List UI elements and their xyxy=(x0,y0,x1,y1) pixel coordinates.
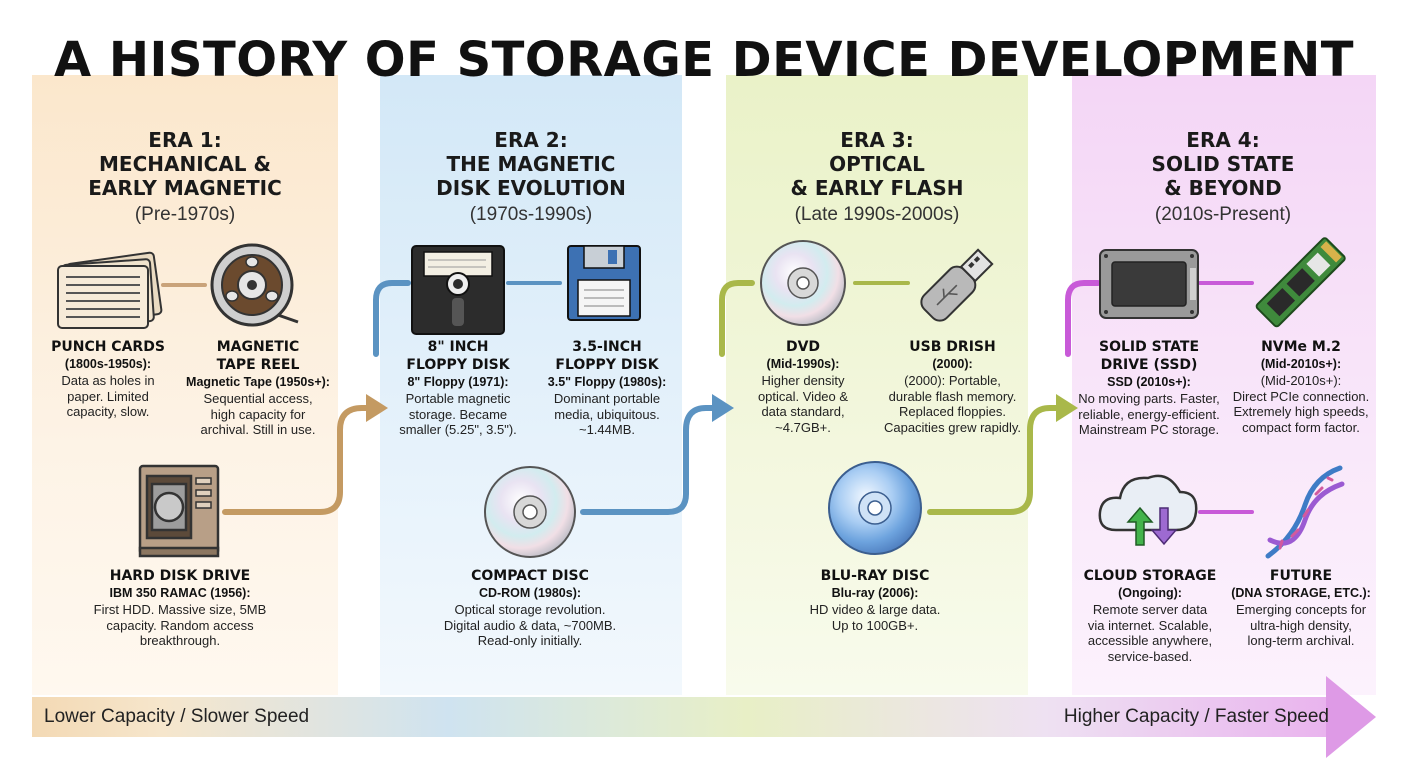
scale-right-label: Higher Capacity / Faster Speed xyxy=(1063,706,1329,727)
era-1-title: ERA 1:MECHANICAL &EARLY MAGNETIC xyxy=(88,128,282,200)
era-4-title: ERA 4:SOLID STATE& BEYOND xyxy=(1151,128,1295,200)
era-3-header: ERA 3:OPTICAL& EARLY FLASH (Late 1990s-2… xyxy=(727,128,1027,228)
compact-disc-icon xyxy=(484,466,576,558)
era-1-header: ERA 1:MECHANICAL &EARLY MAGNETIC (Pre-19… xyxy=(35,128,335,228)
floppy-8-inch-icon xyxy=(411,245,505,335)
era-4-header: ERA 4:SOLID STATE& BEYOND (2010s-Present… xyxy=(1073,128,1373,228)
nvme-m2-item: NVMe M.2 (Mid-2010s+): (Mid-2010s+):Dire… xyxy=(1232,339,1370,435)
era-3-title: ERA 3:OPTICAL& EARLY FLASH xyxy=(790,128,964,200)
era-4-connectors xyxy=(1065,280,1254,514)
blu-ray-disc-item: BLU-RAY DISC Blu-ray (2006): HD video & … xyxy=(809,568,941,633)
page-title: A HISTORY OF STORAGE DEVICE DEVELOPMENT xyxy=(53,32,1354,88)
usb-drive-item: USB DRISH (2000): (2000): Portable,durab… xyxy=(883,339,1022,435)
capacity-scale-arrowhead xyxy=(1326,676,1376,758)
era-4-period: (2010s-Present) xyxy=(1154,204,1292,225)
era-3-band xyxy=(726,75,1028,695)
scale-left-label: Lower Capacity / Slower Speed xyxy=(44,706,310,727)
blu-ray-disc-icon xyxy=(828,461,922,555)
era-1-band xyxy=(32,75,338,695)
dna-storage-icon xyxy=(1265,465,1345,559)
capacity-scale-bar xyxy=(32,697,1332,737)
punch-cards-item: PUNCH CARDS (1800s-1950s): Data as holes… xyxy=(51,339,165,419)
hard-disk-drive-item: HARD DISK DRIVE IBM 350 RAMAC (1956): Fi… xyxy=(93,568,267,648)
floppy-3-5-inch-icon xyxy=(567,245,641,321)
era-2-connectors xyxy=(373,280,734,515)
era-2-band xyxy=(380,75,682,695)
era-3-period: (Late 1990s-2000s) xyxy=(794,204,960,225)
era-3-connectors xyxy=(719,280,1078,515)
compact-disc-item: COMPACT DISC CD-ROM (1980s): Optical sto… xyxy=(443,568,617,648)
tape-reel-icon xyxy=(210,243,299,327)
ssd-icon xyxy=(1099,249,1199,319)
cloud-storage-item: CLOUD STORAGE (Ongoing): Remote server d… xyxy=(1083,568,1217,664)
era-1-period: (Pre-1970s) xyxy=(134,204,236,225)
punch-cards-icon xyxy=(57,251,163,329)
future-storage-item: FUTURE (DNA STORAGE, ETC.): Emerging con… xyxy=(1231,568,1371,648)
cloud-storage-icon xyxy=(1098,474,1198,546)
dvd-icon xyxy=(760,240,846,326)
era-1-connectors xyxy=(161,283,388,515)
nvme-m2-icon xyxy=(1255,237,1346,328)
era-4-band xyxy=(1072,75,1376,695)
era-2-period: (1970s-1990s) xyxy=(469,204,593,225)
usb-drive-icon xyxy=(920,248,994,322)
hard-disk-drive-icon xyxy=(138,464,220,558)
